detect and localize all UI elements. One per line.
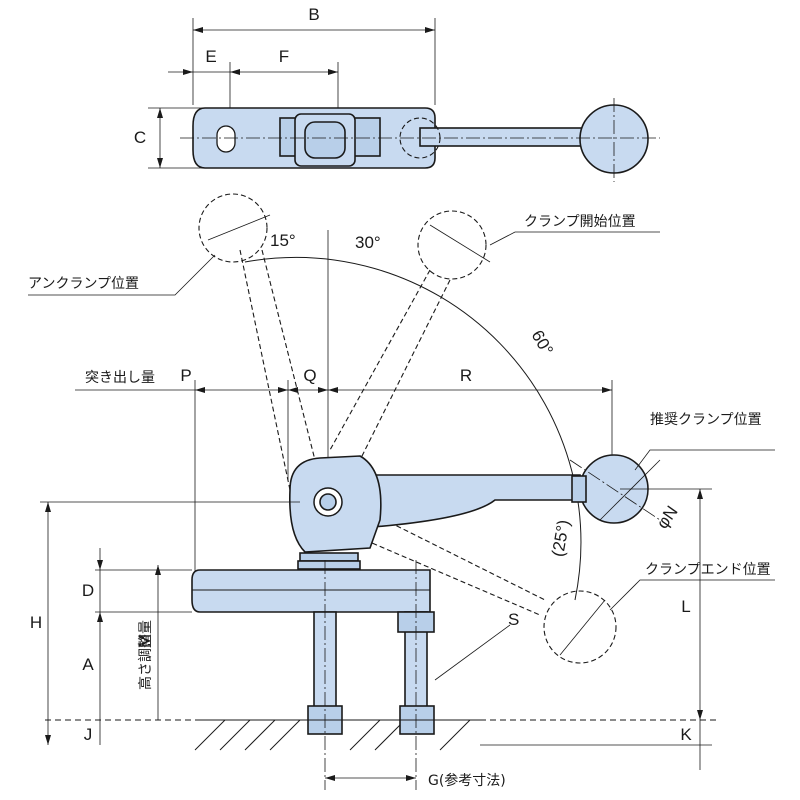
dim-C: C [134, 128, 146, 147]
label-height-adjustment: 高さ調整量 [137, 620, 154, 690]
dim-S: S [508, 610, 519, 629]
dim-E: E [205, 47, 216, 66]
label-clamp-end-position: クランプエンド位置 [645, 562, 771, 578]
angle-15: 15° [270, 231, 296, 250]
label-recommended-clamp-position: 推奨クランプ位置 [650, 412, 762, 428]
dim-N: φN [653, 502, 682, 532]
angle-25: (25°) [548, 518, 573, 558]
dim-A: A [82, 655, 94, 674]
dim-M: M [135, 634, 154, 648]
dim-F: F [279, 47, 289, 66]
top-view: B E F C [134, 5, 660, 182]
angle-60: 60° [528, 327, 557, 359]
dim-R: R [460, 366, 472, 385]
label-clamp-start-position: クランプ開始位置 [524, 214, 636, 230]
dim-Q: Q [303, 366, 316, 385]
dim-K: K [680, 725, 692, 744]
dim-P: P [180, 366, 191, 385]
label-unclamp-position: アンクランプ位置 [28, 276, 139, 292]
dim-D: D [82, 581, 94, 600]
dim-B: B [308, 5, 319, 24]
dim-J: J [84, 725, 93, 744]
angle-30: 30° [355, 233, 381, 252]
dim-G: G(参考寸法) [428, 772, 506, 789]
side-view: 15° 30° 60° (25°) 突き出し量 P Q R [28, 193, 775, 790]
dim-H: H [30, 613, 42, 632]
dim-L: L [681, 597, 690, 616]
floor-hatching [194, 719, 471, 751]
label-protrusion: 突き出し量 [85, 370, 155, 386]
